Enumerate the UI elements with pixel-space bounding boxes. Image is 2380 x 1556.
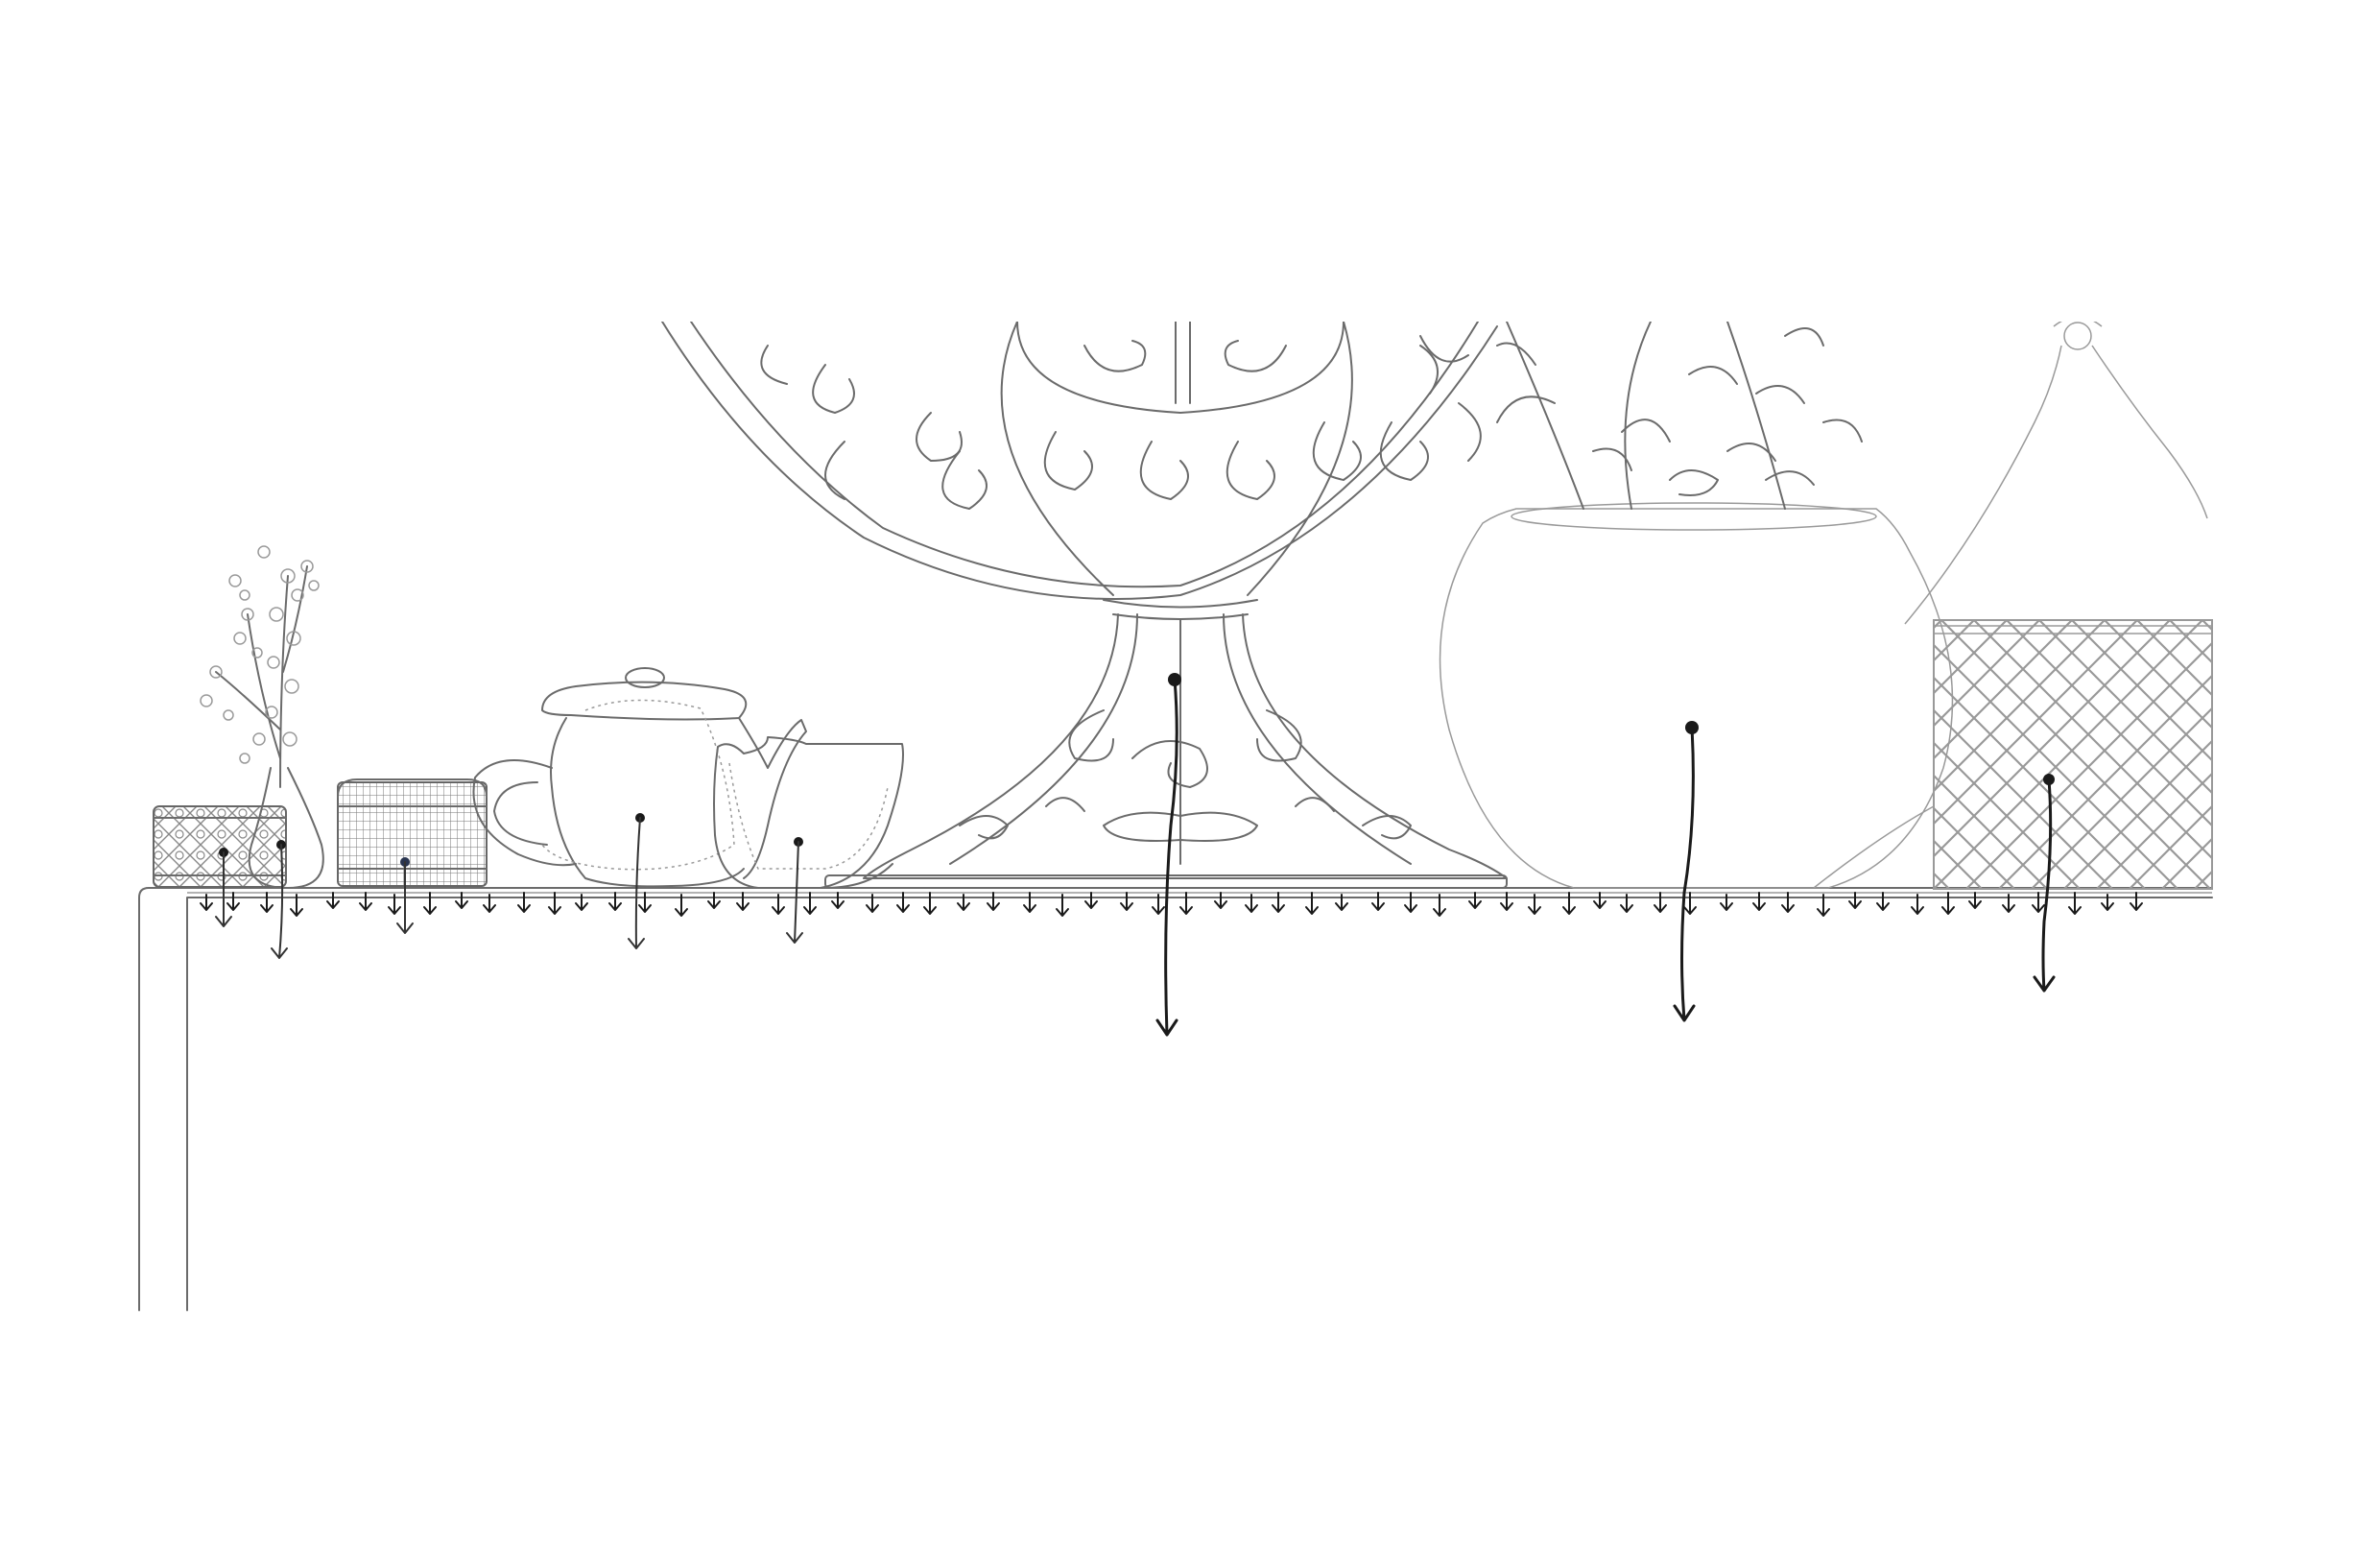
arrow-down-icon — [518, 893, 530, 912]
arrow-down-icon — [360, 893, 371, 910]
arrow-down-icon — [1753, 893, 1765, 910]
arrow-down-icon — [424, 893, 436, 914]
arrow-down-icon — [897, 893, 909, 912]
arrow-down-icon — [1085, 893, 1097, 908]
pointer-globe-vase — [1675, 721, 1699, 1020]
pointer-teapot — [629, 813, 645, 948]
arrow-down-icon — [1849, 893, 1861, 908]
arrow-down-icon — [456, 893, 467, 908]
arrow-down-icon — [261, 893, 273, 912]
arrow-down-icon — [708, 893, 720, 908]
arrow-down-icon — [1563, 893, 1575, 914]
arrow-down-icon — [1684, 893, 1696, 914]
arrow-down-icon — [1782, 893, 1794, 912]
pointer-glass-pitcher — [787, 837, 803, 943]
arrow-down-icon — [549, 893, 560, 914]
arrow-down-icon — [1969, 893, 1981, 908]
arrow-down-icon — [1654, 893, 1666, 912]
arrow-down-icon — [1469, 893, 1481, 908]
ornate-pedestal-bowl — [662, 322, 1507, 888]
arrow-down-icon — [1372, 893, 1384, 910]
arrow-down-icon — [1215, 893, 1226, 908]
arrow-down-icon — [327, 893, 339, 908]
teapot — [473, 668, 806, 886]
arrow-down-icon — [1501, 893, 1512, 910]
arrow-down-icon — [2033, 893, 2044, 912]
hanging-lamp — [1905, 317, 2207, 624]
arrow-down-icon — [227, 893, 239, 910]
arrow-down-icon — [1121, 893, 1132, 910]
globe-vase — [1440, 503, 1953, 888]
eucalyptus-branch — [201, 546, 319, 787]
arrow-down-icon — [737, 893, 749, 910]
pointer-pedestal-bowl — [1157, 673, 1181, 1035]
arrow-down-icon — [639, 893, 651, 912]
leafy-stems — [1420, 322, 1862, 509]
arrow-down-icon — [2130, 893, 2142, 910]
glass-pitcher — [714, 737, 903, 888]
arrow-down-icon — [804, 893, 816, 914]
arrow-down-icon — [1273, 893, 1284, 912]
shelf-table — [139, 888, 2212, 1310]
arrow-down-icon — [1594, 893, 1606, 908]
patterned-box — [154, 806, 286, 887]
net-basket — [1814, 620, 2212, 889]
arrow-down-icon — [832, 893, 844, 908]
arrow-down-icon — [1877, 893, 1889, 910]
arrow-down-icon — [1405, 893, 1416, 912]
arrow-down-icon — [1306, 893, 1318, 914]
arrow-down-icon — [609, 893, 621, 910]
arrow-down-icon — [1180, 893, 1192, 914]
arrow-down-icon — [1942, 893, 1954, 914]
arrow-down-icon — [1024, 893, 1035, 912]
arrow-row — [201, 893, 2142, 916]
arrow-down-icon — [924, 893, 936, 914]
arrow-down-icon — [988, 893, 999, 910]
lidded-container — [338, 779, 487, 886]
arrow-down-icon — [2069, 893, 2081, 914]
